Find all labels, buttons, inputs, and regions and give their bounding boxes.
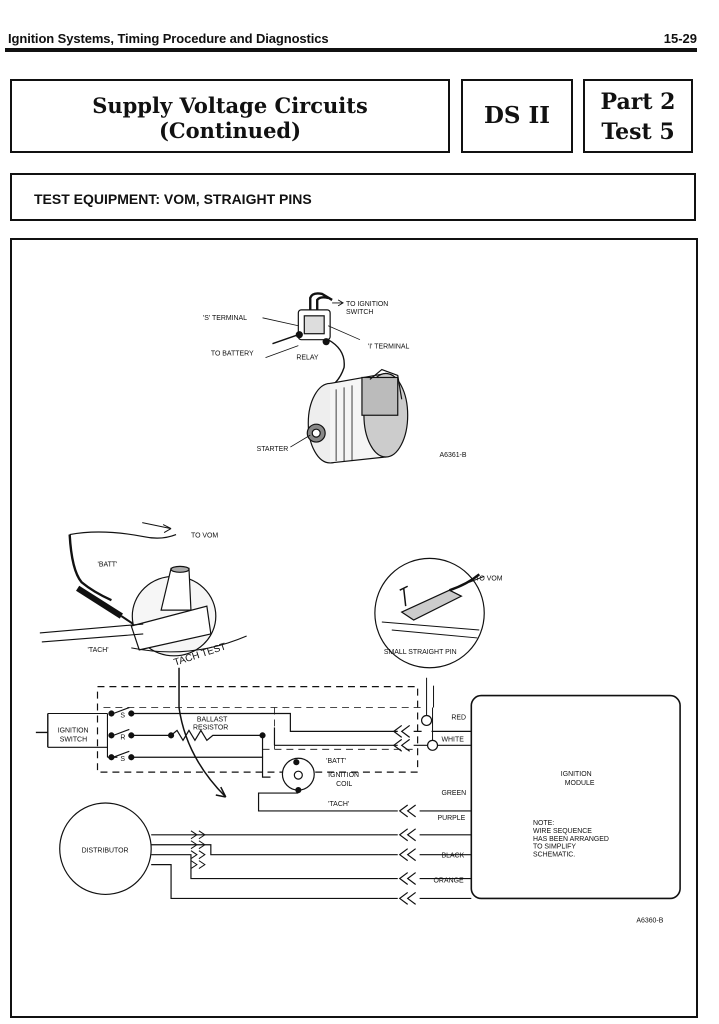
part-test-box: Part 2 Test 5	[583, 79, 693, 153]
label-wire-black: BLACK	[441, 853, 464, 860]
wiring-diagram: TO IGNITION SWITCH 'S' TERMINAL 'I' TERM…	[10, 238, 698, 1018]
note-line-3: HAS BEEN ARRANGED	[533, 836, 609, 843]
label-relay: RELAY	[296, 355, 319, 362]
label-wire-orange: ORANGE	[434, 878, 464, 885]
label-module-1: IGNITION	[561, 771, 592, 778]
label-starter: STARTER	[257, 446, 289, 453]
label-coil-2: COIL	[336, 781, 352, 788]
running-header-title: Ignition Systems, Timing Procedure and D…	[8, 31, 329, 46]
system-label: DS II	[483, 102, 551, 129]
label-module-2: MODULE	[565, 780, 595, 787]
label-to-ignition-switch-1: TO IGNITION	[346, 301, 388, 308]
note-line-2: WIRE SEQUENCE	[533, 828, 592, 835]
header-rule	[5, 48, 697, 52]
title-line-2: (Continued)	[158, 118, 302, 143]
label-wire-red: RED	[451, 714, 466, 721]
label-to-battery: TO BATTERY	[211, 351, 254, 358]
label-wire-purple: PURPLE	[438, 815, 466, 822]
label-wire-white: WHITE	[441, 736, 464, 743]
label-to-vom-1: TO VOM	[191, 533, 218, 540]
straight-pin-inset	[374, 557, 485, 708]
figure-id-starter: A6361-B	[440, 452, 467, 459]
label-coil-1: IGNITION	[328, 772, 359, 779]
page-number: 15-29	[663, 31, 697, 46]
label-distributor: DISTRIBUTOR	[82, 848, 129, 855]
label-ballast-2: RESISTOR	[193, 724, 228, 731]
coil-probe-illustration	[39, 522, 247, 798]
part-test-label: Part 2 Test 5	[585, 87, 691, 147]
label-switch-s1: S	[120, 712, 125, 719]
system-box: DS II	[461, 79, 573, 153]
label-s-terminal: 'S' TERMINAL	[203, 315, 247, 322]
label-ballast-1: BALLAST	[197, 716, 228, 723]
relay-illustration	[272, 292, 345, 386]
label-switch-s2: S	[120, 756, 125, 763]
test-label: Test 5	[601, 119, 675, 145]
test-equipment-box: TEST EQUIPMENT: VOM, STRAIGHT PINS	[10, 173, 696, 221]
label-i-terminal: 'I' TERMINAL	[368, 344, 410, 351]
figure-id-schematic: A6360-B	[636, 917, 663, 924]
note-line-1: NOTE:	[533, 820, 554, 827]
test-equipment-label: TEST EQUIPMENT: VOM, STRAIGHT PINS	[34, 191, 312, 207]
label-batt: 'BATT'	[98, 561, 118, 568]
label-to-ignition-switch-2: SWITCH	[346, 309, 373, 316]
label-coil-tach: 'TACH'	[328, 801, 349, 808]
label-small-straight-pin: SMALL STRAIGHT PIN	[384, 649, 457, 656]
title-box: Supply Voltage Circuits (Continued)	[10, 79, 450, 153]
title-line-1: Supply Voltage Circuits	[92, 93, 368, 118]
note-line-4: TO SIMPLIFY	[533, 844, 576, 851]
label-coil-batt: 'BATT'	[326, 758, 346, 765]
label-to-vom-2: TO VOM	[475, 575, 502, 582]
label-tach: 'TACH'	[88, 647, 109, 654]
part-label: Part 2	[600, 89, 676, 115]
label-switch-r: R	[120, 734, 125, 741]
starter-motor-illustration	[306, 368, 409, 464]
note-line-5: SCHEMATIC.	[533, 852, 575, 859]
label-ignition-switch-2: SWITCH	[60, 736, 87, 743]
label-wire-green: GREEN	[441, 790, 466, 797]
page-title: Supply Voltage Circuits (Continued)	[12, 93, 448, 143]
label-ignition-switch-1: IGNITION	[58, 727, 89, 734]
